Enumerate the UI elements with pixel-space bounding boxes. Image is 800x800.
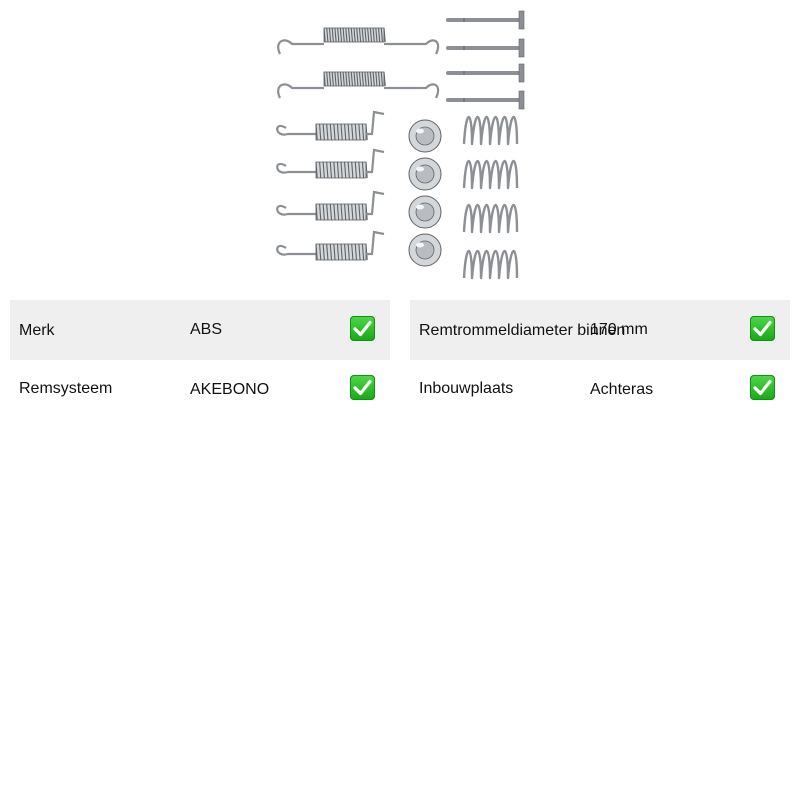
spring-hook [277,39,324,55]
spec-row-inbouwplaats: Inbouwplaats Achteras [410,360,790,420]
spec-label: Merk [19,322,55,339]
checkmark-icon [350,316,375,341]
spring-hook [276,245,316,256]
product-image [268,6,532,288]
spec-table-right: Remtrommeldiameter binnen 170 mm Inbouwp… [410,300,790,420]
spring-hook [384,39,440,55]
brake-spring-kit-image [276,10,525,280]
checkmark-icon [750,375,775,400]
spec-value: AKEBONO [190,381,270,398]
pin-head [518,90,525,110]
spring-hook [366,230,385,256]
spring-hook [366,110,385,136]
spring-hook [276,205,316,216]
spring-hook [277,83,324,99]
spring-hook [384,83,440,99]
checkmark-icon [350,375,375,400]
coil-spring [462,116,519,146]
spec-label: Remtrommeldiameter binnen [419,322,626,339]
spec-value: ABS [190,321,223,338]
coil-spring [462,160,519,190]
checkmark-icon [750,316,775,341]
spring-hook [366,190,385,216]
pin-head [518,63,525,83]
spec-label: Inbouwplaats [419,380,514,397]
spec-value: Achteras [590,381,654,398]
spec-value: 170 mm [590,321,648,338]
coil-spring [462,204,519,234]
spring-hook [276,163,316,174]
spring-hook [276,125,316,136]
pin-head [518,10,525,30]
spring-hook [366,148,385,174]
pin-head [518,38,525,58]
spec-label: Remsysteem [19,380,113,397]
spec-row-remsysteem: Remsysteem AKEBONO [10,360,390,420]
coil-spring [462,250,519,280]
spec-row-merk: Merk ABS [10,300,390,360]
spec-row-remtrommeldiameter: Remtrommeldiameter binnen 170 mm [410,300,790,360]
spec-table-left: Merk ABS Remsysteem AKEBONO [10,300,390,420]
